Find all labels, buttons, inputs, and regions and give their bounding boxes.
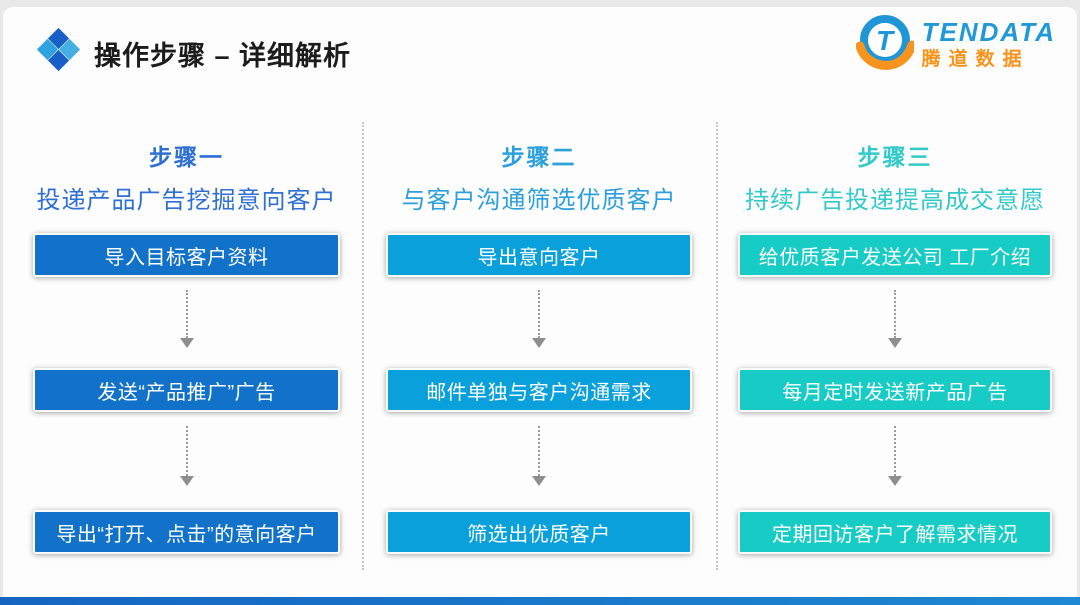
- down-arrow-icon: [532, 290, 546, 348]
- down-arrow-icon: [888, 290, 902, 348]
- flow-box: 给优质客户发送公司 工厂介绍: [738, 233, 1052, 277]
- slide-background: [3, 7, 1077, 605]
- column-divider: [716, 122, 718, 570]
- step-title: 步骤一: [149, 144, 224, 170]
- step-column-3: 步骤三 持续广告投递提高成交意愿 给优质客户发送公司 工厂介绍 每月定时发送新产…: [738, 138, 1052, 554]
- flow-box: 筛选出优质客户: [386, 510, 692, 554]
- step-column-1: 步骤一 投递产品广告挖掘意向客户 导入目标客户资料 发送“产品推广”广告 导出“…: [33, 138, 340, 554]
- page-title: 操作步骤 – 详细解析: [94, 41, 352, 71]
- down-arrow-icon: [179, 290, 194, 348]
- logo-text: TENDATA 腾道数据: [922, 19, 1056, 69]
- flow-box: 定期回访客户了解需求情况: [738, 510, 1052, 554]
- diamond-cluster-icon: [36, 27, 81, 74]
- flow-box: 导出意向客户: [386, 233, 692, 277]
- flow-box: 发送“产品推广”广告: [33, 368, 340, 412]
- down-arrow-icon: [888, 426, 902, 486]
- flow-box: 导出“打开、点击”的意向客户: [33, 510, 340, 554]
- flow-box: 导入目标客户资料: [33, 233, 340, 277]
- step-column-2: 步骤二 与客户沟通筛选优质客户 导出意向客户 邮件单独与客户沟通需求 筛选出优质…: [386, 138, 692, 554]
- logo-brand-text: TENDATA: [921, 17, 1056, 47]
- footer-bar: [0, 597, 1080, 605]
- column-divider: [362, 122, 364, 570]
- flow-box: 每月定时发送新产品广告: [738, 368, 1052, 412]
- step-subtitle: 持续广告投递提高成交意愿: [745, 187, 1045, 214]
- svg-text:T: T: [876, 25, 896, 56]
- down-arrow-icon: [532, 426, 546, 486]
- logo-brand-cn-text: 腾道数据: [921, 49, 1030, 70]
- flow-box: 邮件单独与客户沟通需求: [386, 368, 692, 412]
- step-subtitle: 与客户沟通筛选优质客户: [401, 187, 677, 214]
- tendata-logo-mark-icon: T: [855, 15, 914, 70]
- down-arrow-icon: [179, 426, 194, 486]
- step-title: 步骤二: [501, 144, 577, 170]
- step-subtitle: 投递产品广告挖掘意向客户: [36, 187, 337, 214]
- tendata-logo: T TENDATA 腾道数据: [855, 13, 1056, 75]
- step-title: 步骤三: [857, 144, 933, 170]
